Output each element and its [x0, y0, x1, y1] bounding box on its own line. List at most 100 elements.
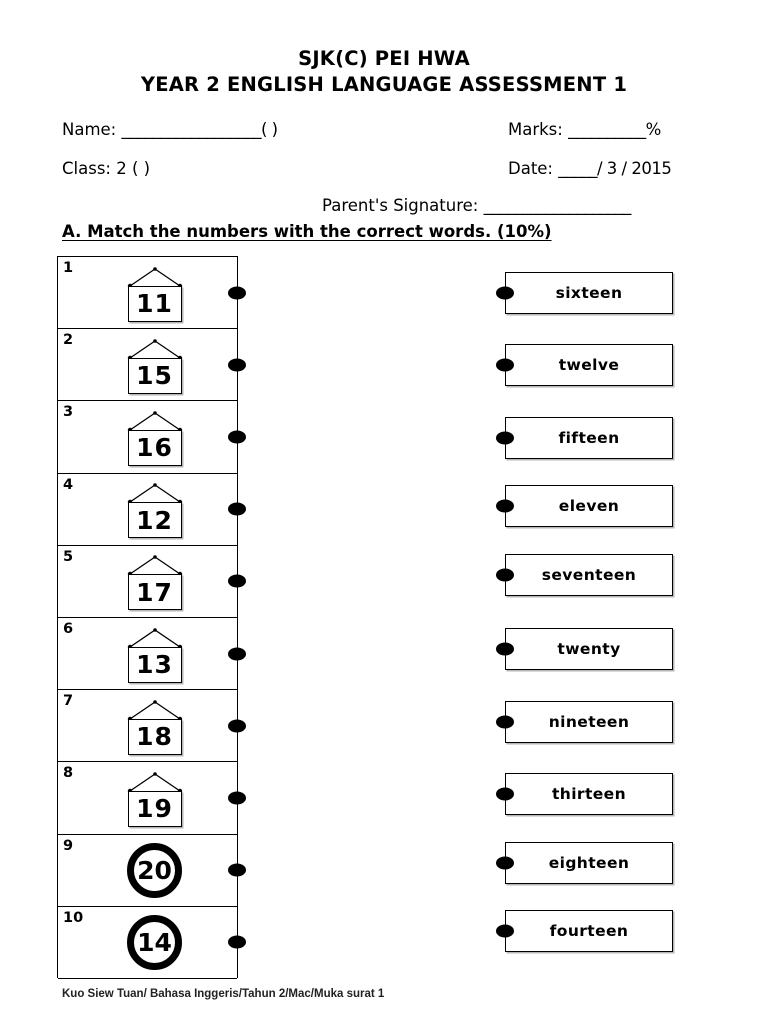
match-dot-left[interactable] [228, 719, 246, 733]
number-row: 10 14 [58, 907, 246, 979]
number-value: 14 [137, 927, 172, 957]
name-field-row: Name: __________________( ) [62, 120, 278, 139]
marks-field-row: Marks: __________% [508, 120, 661, 139]
marks-blank[interactable]: __________% [568, 120, 661, 139]
number-row: 5 17 [58, 546, 246, 618]
hanging-sign-icon: 16 [126, 408, 184, 466]
match-dot-left[interactable] [228, 863, 246, 877]
word-item: seventeen [496, 554, 673, 596]
number-card: 13 [58, 618, 237, 689]
match-dot-right[interactable] [496, 568, 514, 582]
row-index: 5 [63, 548, 74, 565]
word-item: eleven [496, 485, 673, 527]
number-card: 20 [58, 835, 237, 906]
circle-number-icon: 20 [127, 842, 182, 898]
date-blank[interactable]: _____/ 3 / 2015 [558, 159, 672, 178]
match-dot-right[interactable] [496, 286, 514, 300]
word-box[interactable]: thirteen [505, 773, 673, 815]
row-index: 1 [63, 260, 74, 276]
signature-blank[interactable]: ___________________ [483, 196, 632, 215]
name-blank[interactable]: __________________( ) [121, 120, 278, 139]
match-dot-right[interactable] [496, 642, 514, 656]
number-card: 18 [58, 690, 237, 761]
word-box[interactable]: fourteen [505, 910, 673, 952]
word-item: fourteen [496, 910, 673, 952]
word-label: nineteen [548, 713, 630, 731]
number-card: 16 [58, 401, 237, 472]
footer-text: Kuo Siew Tuan/ Bahasa Inggeris/Tahun 2/M… [62, 988, 385, 1000]
hanging-sign-icon: 11 [126, 264, 184, 322]
word-box[interactable]: twenty [505, 628, 673, 670]
number-value: 13 [127, 646, 182, 683]
number-card: 19 [58, 762, 237, 833]
match-dot-left[interactable] [228, 358, 246, 372]
hanging-sign-icon: 19 [126, 769, 184, 827]
hanging-sign-icon: 13 [126, 625, 184, 683]
word-label: eighteen [548, 854, 630, 872]
number-value: 11 [127, 285, 182, 322]
match-dot-right[interactable] [496, 715, 514, 729]
word-label: twelve [558, 356, 620, 374]
class-label[interactable]: Class: 2 ( ) [62, 159, 151, 178]
number-row: 6 13 [58, 618, 246, 691]
match-dot-right[interactable] [496, 499, 514, 513]
match-dot-left[interactable] [228, 647, 246, 661]
circle-number-icon: 14 [127, 914, 182, 970]
row-index: 6 [63, 620, 74, 637]
number-card: 17 [58, 546, 237, 617]
school-name: SJK(C) PEI HWA [298, 47, 470, 70]
hanging-sign-icon: 12 [126, 480, 184, 539]
match-dot-right[interactable] [496, 431, 514, 445]
match-dot-right[interactable] [496, 924, 514, 938]
number-value: 16 [127, 429, 182, 466]
class-field-row[interactable]: Class: 2 ( ) [62, 159, 150, 178]
date-field-row: Date: _____/ 3 / 2015 [508, 159, 672, 178]
word-label: fifteen [558, 429, 620, 447]
match-dot-left[interactable] [228, 791, 246, 805]
number-card: 11 [58, 257, 237, 328]
row-index: 9 [63, 837, 74, 854]
number-row: 9 20 [58, 835, 246, 907]
number-card: 15 [58, 329, 237, 400]
word-box[interactable]: fifteen [505, 417, 673, 459]
word-item: eighteen [496, 842, 673, 884]
words-column: sixteen twelve fifteen eleven seventeen twent… [489, 256, 689, 978]
word-box[interactable]: eleven [505, 485, 673, 527]
match-dot-left[interactable] [228, 286, 246, 300]
word-box[interactable]: twelve [505, 344, 673, 386]
word-item: fifteen [496, 417, 673, 459]
match-dot-right[interactable] [496, 856, 514, 870]
match-dot-left[interactable] [228, 935, 246, 949]
word-box[interactable]: seventeen [505, 554, 673, 596]
number-value: 19 [127, 790, 182, 827]
section-a-heading: A. Match the numbers with the correct wo… [62, 222, 552, 241]
word-item: sixteen [496, 272, 673, 314]
match-dot-right[interactable] [496, 787, 514, 801]
word-label: eleven [558, 497, 620, 515]
match-dot-left[interactable] [228, 574, 246, 588]
hanging-sign-icon: 18 [126, 697, 184, 755]
number-value: 17 [127, 574, 182, 611]
word-item: thirteen [496, 773, 673, 815]
match-dot-left[interactable] [228, 430, 246, 444]
word-box[interactable]: nineteen [505, 701, 673, 743]
row-index: 10 [63, 909, 84, 926]
word-label: twenty [557, 640, 621, 658]
word-label: sixteen [555, 284, 623, 302]
number-value: 20 [137, 855, 172, 885]
signature-field-row: Parent's Signature: ___________________ [322, 196, 631, 215]
number-row: 7 18 [58, 690, 246, 763]
word-item: twelve [496, 344, 673, 386]
name-label: Name: [62, 120, 122, 139]
page-title: SJK(C) PEI HWA YEAR 2 ENGLISH LANGUAGE A… [0, 46, 768, 98]
row-index: 7 [63, 693, 74, 710]
word-box[interactable]: sixteen [505, 272, 673, 314]
match-dot-right[interactable] [496, 358, 514, 372]
match-dot-left[interactable] [228, 502, 246, 516]
word-box[interactable]: eighteen [505, 842, 673, 884]
